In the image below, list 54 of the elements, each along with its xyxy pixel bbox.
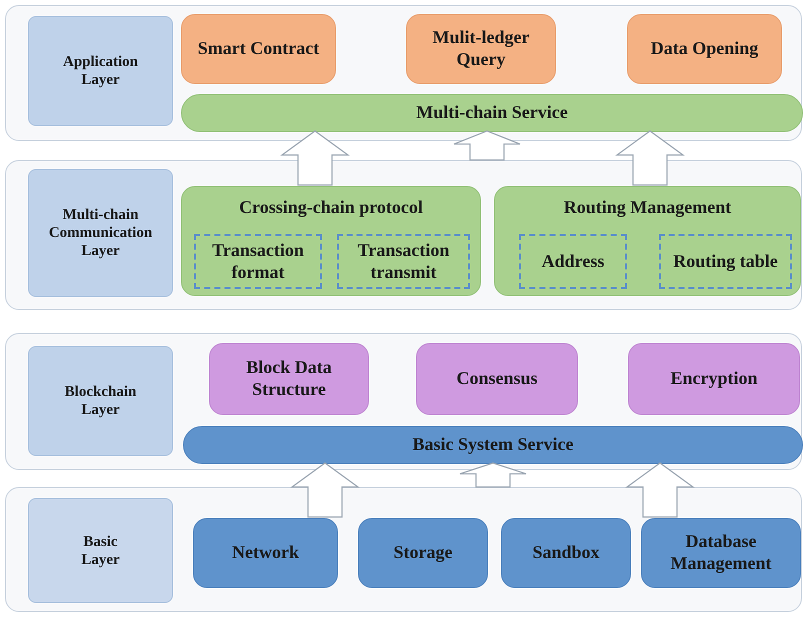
- box-label: Network: [231, 542, 300, 564]
- box-label: Mulit-ledger Query: [432, 27, 530, 71]
- layer-band: [5, 333, 802, 470]
- box-label: Application Layer: [62, 53, 140, 89]
- box-label: Routing Management: [562, 197, 732, 219]
- module-box: [501, 518, 631, 588]
- box-label: Routing table: [672, 250, 779, 272]
- layer-band: [5, 487, 802, 612]
- submodule-box: [194, 234, 322, 289]
- box-label: Data Opening: [650, 38, 760, 60]
- box-label: Smart Contract: [196, 38, 320, 60]
- layer-label-box: [28, 169, 173, 297]
- service-bar: [181, 94, 803, 132]
- box-label: Block Data Structure: [245, 357, 333, 401]
- box-label: Basic System Service: [412, 434, 574, 456]
- block-arrow: [280, 130, 350, 186]
- block-arrow: [459, 462, 527, 488]
- block-arrow: [453, 130, 521, 161]
- submodule-box: [519, 234, 627, 289]
- service-bar: [183, 426, 803, 464]
- box-label: Storage: [392, 542, 454, 564]
- module-box: [209, 343, 369, 415]
- submodule-box: [337, 234, 470, 289]
- module-box: [181, 14, 336, 84]
- block-arrow: [625, 462, 695, 518]
- module-box: [416, 343, 578, 415]
- box-label: Multi-chain Communication Layer: [48, 206, 154, 260]
- layer-band: [5, 5, 802, 141]
- layer-label-box: [28, 346, 173, 456]
- block-arrow: [615, 130, 685, 186]
- box-label: Encryption: [669, 368, 758, 390]
- module-box: [406, 14, 556, 84]
- submodule-box: [659, 234, 792, 289]
- box-label: Transaction transmit: [356, 240, 450, 284]
- box-label: Address: [540, 250, 606, 272]
- box-label: Crossing-chain protocol: [238, 197, 424, 219]
- module-box: [628, 343, 800, 415]
- box-label: Blockchain Layer: [64, 383, 138, 419]
- layer-label-box: [28, 498, 173, 603]
- box-label: Basic Layer: [80, 532, 121, 568]
- module-box: [181, 186, 481, 296]
- module-box: [358, 518, 488, 588]
- box-label: Consensus: [455, 368, 539, 390]
- box-label: Database Management: [670, 531, 772, 575]
- box-label: Transaction format: [211, 240, 305, 284]
- module-box: [627, 14, 782, 84]
- module-box: [193, 518, 338, 588]
- module-box: [494, 186, 801, 296]
- module-box: [641, 518, 801, 588]
- box-label: Sandbox: [531, 542, 601, 564]
- box-label: Multi-chain Service: [415, 102, 569, 124]
- layer-label-box: [28, 16, 173, 126]
- layer-band: [5, 160, 802, 310]
- block-arrow: [290, 462, 360, 518]
